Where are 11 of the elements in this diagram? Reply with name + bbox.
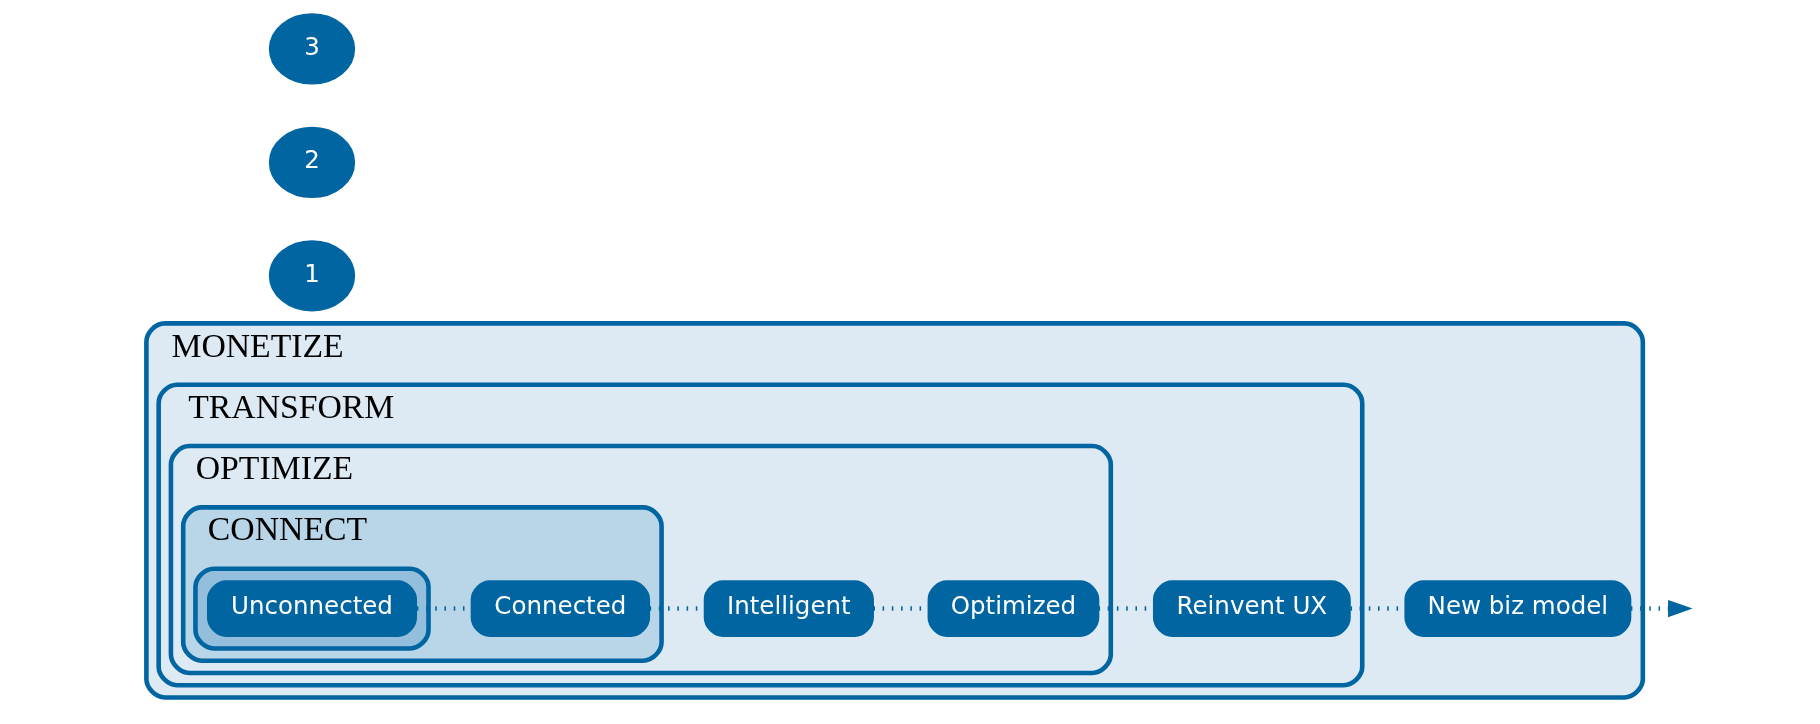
- node-ellipse: 2: [268, 126, 355, 199]
- node-box: New biz model: [1403, 580, 1631, 637]
- cluster: [192, 566, 431, 651]
- node-box: Optimized: [927, 580, 1099, 637]
- node-box: Intelligent: [703, 580, 874, 637]
- node-box: Unconnected: [206, 580, 417, 637]
- node-box: Reinvent UX: [1152, 580, 1351, 637]
- node-ellipse: 1: [268, 240, 355, 312]
- node-box: Connected: [470, 580, 650, 637]
- arrow: [1630, 599, 1693, 618]
- node-ellipse: 3: [268, 13, 355, 85]
